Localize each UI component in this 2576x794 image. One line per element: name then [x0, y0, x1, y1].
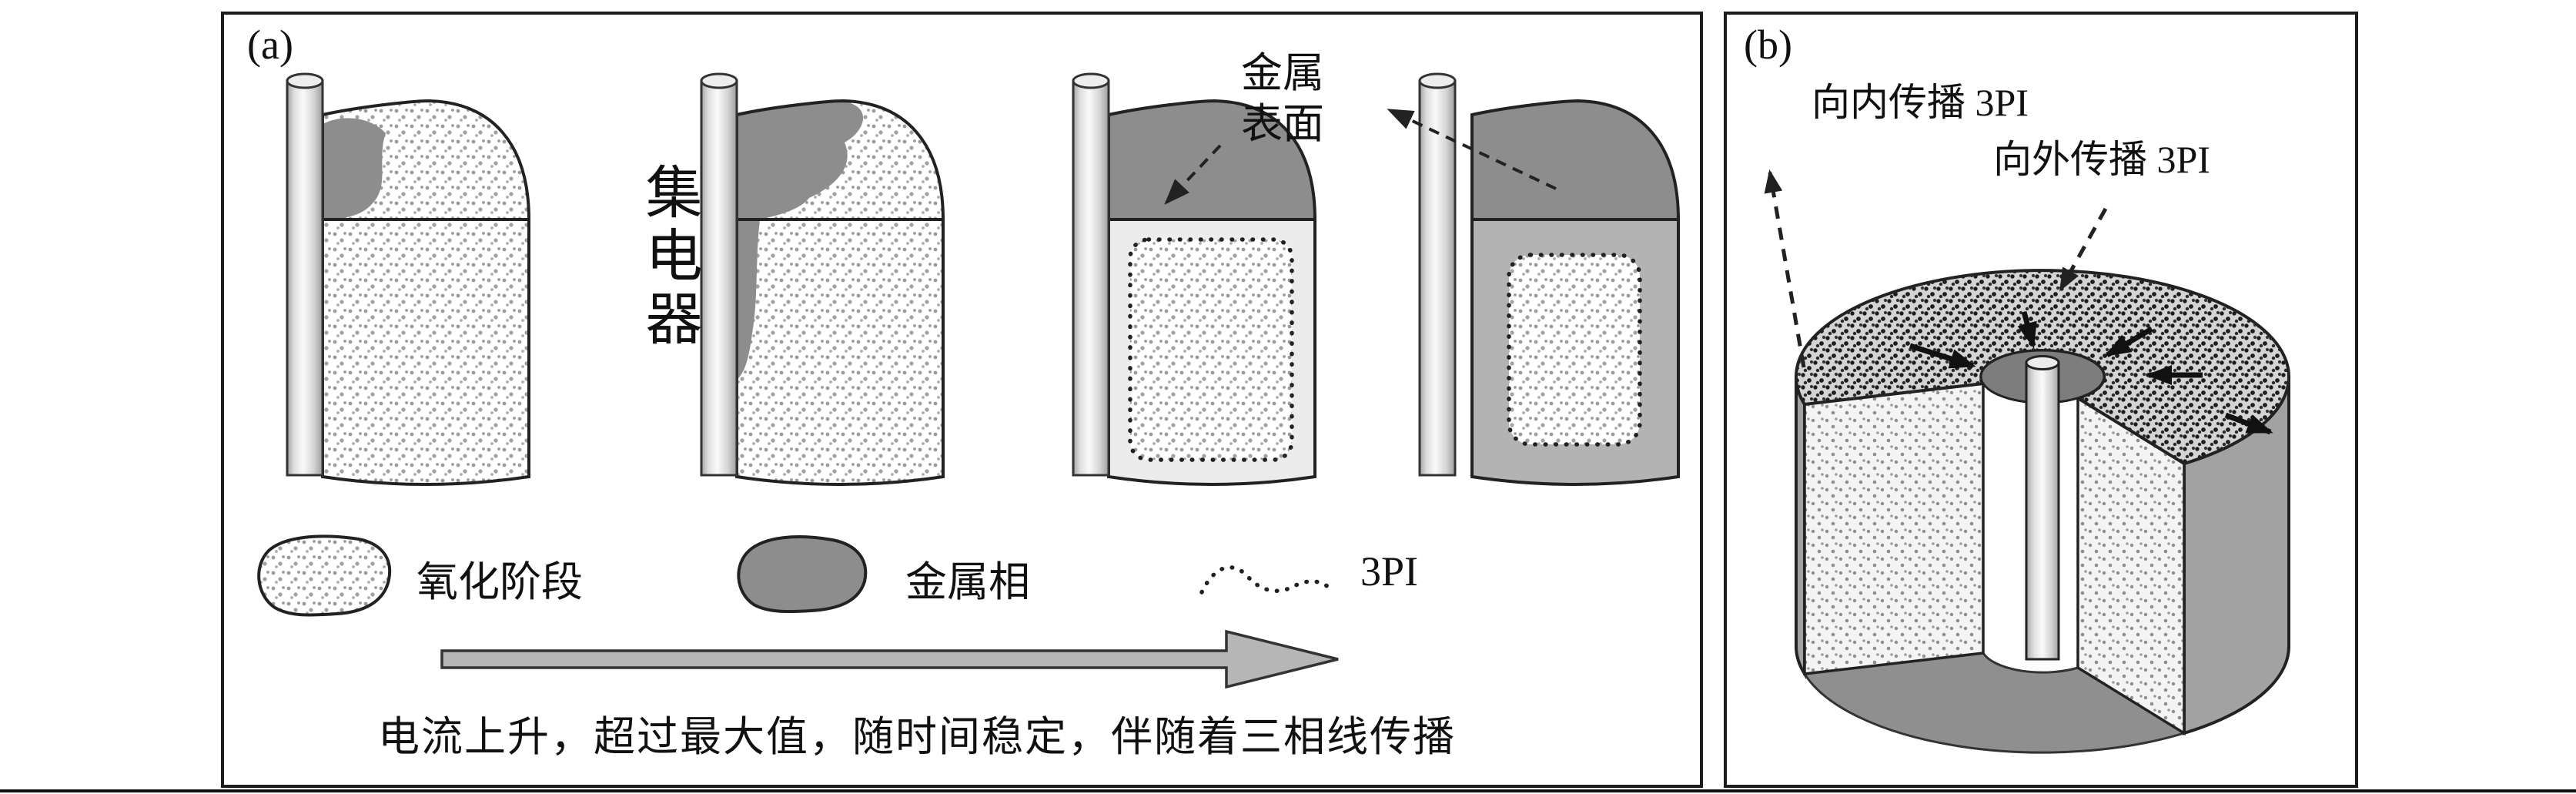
legend-label-oxide: 氧化阶段: [417, 559, 583, 605]
panel-b-label: (b): [1744, 22, 1792, 68]
panel-b-art: [1764, 169, 2291, 754]
annotation-arrows: [1764, 169, 2108, 368]
outward-arrow-icon: [2224, 412, 2273, 435]
process-caption: 电流上升，超过最大值，随时间稳定，伴随着三相线传播: [378, 714, 1456, 760]
dashed-inward-annotation-arrow-icon: [1764, 169, 1806, 368]
collector-rod-top: [286, 72, 324, 89]
panel-a-label: (a): [247, 22, 293, 68]
metal-cap: [1472, 101, 1678, 219]
inward-arrow-icon: [2104, 326, 2153, 358]
stage-4-detached: [1418, 72, 1680, 486]
inward-propagation-label: 向内传播 3PI: [1812, 81, 2029, 124]
collector-rod-top: [700, 72, 738, 89]
stage-1-initial: [286, 72, 530, 486]
metal-surface-annotation: [1164, 109, 1557, 205]
panel-b: (b): [1724, 12, 2358, 788]
annular-electrode-3d: [1794, 269, 2291, 754]
metal-surface-line2: 表面: [1241, 100, 1324, 147]
dashed-arrow-to-stage3-icon: [1164, 144, 1222, 205]
dotted-3pi-line-swatch: [1199, 565, 1335, 595]
stage-2-growing-metal: [700, 72, 945, 486]
legend-swatches: [257, 534, 1335, 617]
metal-phase-region: [737, 102, 864, 219]
stage-3-metal-surface: [1072, 72, 1316, 486]
metal-surface-label: 金属 表面: [1233, 49, 1333, 150]
block-outline: [1107, 99, 1316, 486]
collector-rod: [1418, 79, 1457, 477]
collector-rod: [700, 79, 738, 477]
collector-label: 集电器: [637, 162, 700, 352]
legend-label-3pi: 3PI: [1360, 548, 1419, 595]
three-phase-boundary-line: [1507, 253, 1642, 447]
collector-rod: [286, 79, 324, 477]
inward-arrow-icon: [1909, 343, 1976, 369]
block-outline: [321, 99, 530, 486]
propagation-arrows: [1909, 311, 2273, 435]
block-outline: [1470, 99, 1680, 486]
dashed-arrow-to-stage4-icon: [1387, 109, 1557, 190]
center-rod-top: [2025, 355, 2060, 370]
metal-phase-strip: [737, 219, 760, 380]
panel-a: (a): [221, 12, 1703, 788]
bottom-rule: [0, 789, 2576, 792]
three-phase-boundary-line: [1128, 237, 1294, 462]
metal-cap: [1109, 101, 1315, 219]
cut-cavity-floor: [1802, 652, 2187, 754]
dashed-outward-annotation-arrow-icon: [2059, 207, 2108, 292]
cut-face-left: [1803, 382, 1985, 675]
metal-surface-line1: 金属: [1241, 50, 1324, 96]
block-outline: [735, 99, 945, 486]
outward-propagation-label: 向外传播 3PI: [1993, 138, 2210, 181]
center-rod: [2025, 361, 2060, 661]
oxide-stipple-swatch: [257, 534, 392, 617]
panel-a-art: [257, 72, 1680, 689]
process-progress-arrow-icon: [440, 629, 1339, 689]
collector-rod-top: [1418, 72, 1457, 89]
collector-rod: [1072, 79, 1110, 477]
collector-rod-top: [1072, 72, 1110, 89]
inward-arrow-icon: [2017, 311, 2037, 349]
legend-label-metal: 金属相: [905, 559, 1030, 605]
metal-gray-swatch: [737, 535, 868, 614]
metal-phase-region: [323, 118, 386, 219]
